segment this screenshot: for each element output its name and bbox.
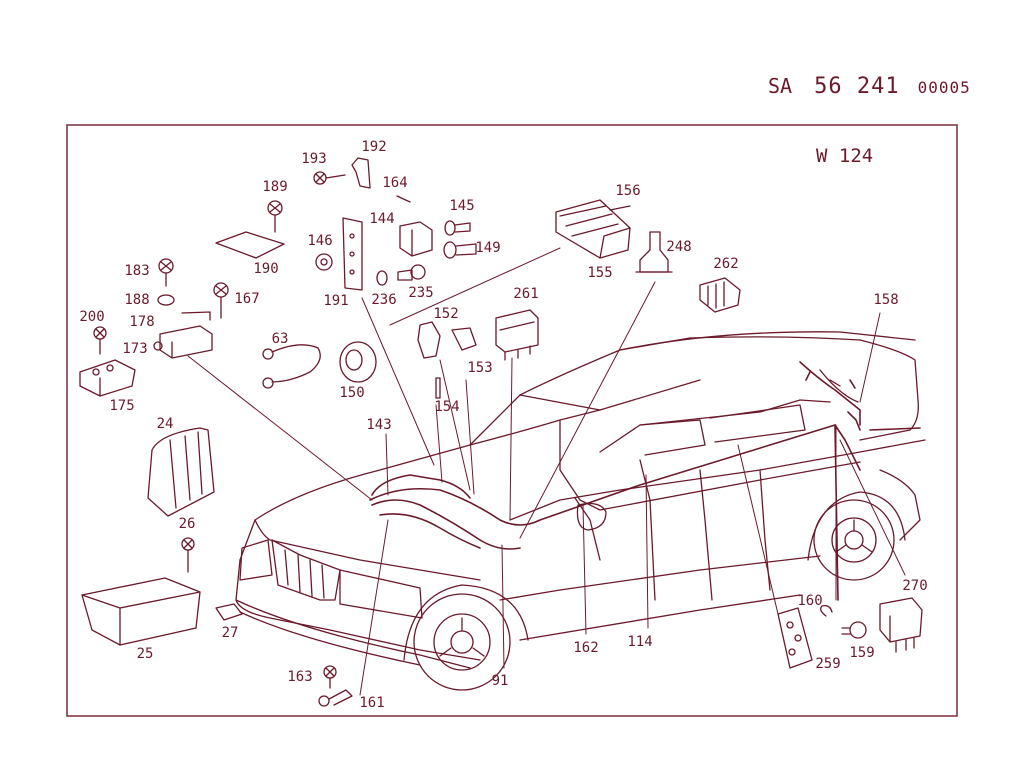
bolt-icon <box>443 241 477 259</box>
pin-icon <box>609 205 631 211</box>
part-label-190: 190 <box>253 261 278 277</box>
relay-box-icon <box>79 359 136 397</box>
sensor-icon <box>635 231 673 273</box>
part-label-189: 189 <box>262 179 287 195</box>
part-label-235: 235 <box>408 285 433 301</box>
clip-icon <box>820 604 833 617</box>
part-label-193: 193 <box>301 151 326 167</box>
header-code: 00005 <box>917 78 971 97</box>
part-label-114: 114 <box>627 634 652 650</box>
part-label-154: 154 <box>434 399 459 415</box>
part-label-24: 24 <box>157 416 174 432</box>
tray-icon <box>81 577 201 646</box>
cover-panel-icon <box>147 427 215 517</box>
connector-block-icon <box>399 221 433 257</box>
part-label-200: 200 <box>79 309 104 325</box>
part-label-27: 27 <box>222 625 239 641</box>
plug-icon <box>435 377 441 399</box>
washer-icon <box>157 294 175 306</box>
screw-icon <box>313 171 346 185</box>
part-label-162: 162 <box>573 640 598 656</box>
relay-plate-icon <box>342 217 363 291</box>
part-label-149: 149 <box>475 240 500 256</box>
connector-block-icon <box>777 607 813 669</box>
model-label: W 124 <box>816 145 873 167</box>
washer-icon <box>376 270 388 286</box>
part-label-192: 192 <box>361 139 386 155</box>
part-label-261: 261 <box>513 286 538 302</box>
part-label-188: 188 <box>124 292 149 308</box>
part-label-63: 63 <box>272 331 289 347</box>
part-label-161: 161 <box>359 695 384 711</box>
part-label-173: 173 <box>122 341 147 357</box>
part-label-144: 144 <box>369 211 394 227</box>
bracket-icon <box>417 321 441 359</box>
part-label-262: 262 <box>713 256 738 272</box>
part-label-156: 156 <box>615 183 640 199</box>
switch-icon <box>495 309 539 361</box>
part-label-152: 152 <box>433 306 458 322</box>
screw-icon <box>267 200 283 233</box>
relay-icon <box>879 597 923 653</box>
screw-icon <box>323 665 337 689</box>
screw-icon <box>158 258 174 287</box>
part-label-155: 155 <box>587 265 612 281</box>
bracket-icon <box>351 157 371 189</box>
part-labels: 193 192 164 189 144 145 156 146 149 248 190 155 262 1… <box>79 139 927 711</box>
plug-icon <box>181 311 211 321</box>
part-label-143: 143 <box>366 417 391 433</box>
part-label-178: 178 <box>129 314 154 330</box>
part-label-270: 270 <box>902 578 927 594</box>
header-prefix: SA <box>768 74 793 98</box>
screw-icon <box>181 537 195 573</box>
horn-icon <box>339 341 377 383</box>
part-label-145: 145 <box>449 198 474 214</box>
part-label-236: 236 <box>371 292 396 308</box>
screw-icon <box>213 282 229 319</box>
part-label-26: 26 <box>179 516 196 532</box>
nut-icon <box>315 253 333 271</box>
ground-cable-icon <box>262 344 321 389</box>
clip-icon <box>451 327 477 351</box>
nut-icon <box>215 603 243 621</box>
part-label-167: 167 <box>234 291 259 307</box>
connector-icon <box>699 277 741 313</box>
diagram-frame <box>66 124 958 717</box>
part-label-91: 91 <box>492 673 509 689</box>
header-number: 56 241 <box>814 74 900 99</box>
part-label-191: 191 <box>323 293 348 309</box>
bolt-icon <box>444 220 471 236</box>
part-label-25: 25 <box>137 646 154 662</box>
part-label-164: 164 <box>382 175 407 191</box>
part-label-163: 163 <box>287 669 312 685</box>
part-label-248: 248 <box>666 239 691 255</box>
bolt-icon <box>397 264 426 281</box>
part-label-146: 146 <box>307 233 332 249</box>
rear-connector-icon <box>819 369 859 403</box>
fuse-box-icon <box>555 199 631 259</box>
mounting-plate-icon <box>215 231 285 259</box>
part-label-158: 158 <box>873 292 898 308</box>
pin-icon <box>396 195 411 203</box>
part-label-160: 160 <box>797 593 822 609</box>
cable-end-icon <box>318 689 353 707</box>
leader-lines <box>187 247 906 696</box>
bolt-icon <box>841 621 867 639</box>
part-label-153: 153 <box>467 360 492 376</box>
part-label-259: 259 <box>815 656 840 672</box>
part-label-175: 175 <box>109 398 134 414</box>
control-module-icon <box>153 325 213 359</box>
part-label-183: 183 <box>124 263 149 279</box>
car-outline <box>235 331 926 691</box>
part-label-159: 159 <box>849 645 874 661</box>
part-label-150: 150 <box>339 385 364 401</box>
diagram-header: SA 56 241 00005 <box>768 74 971 104</box>
screw-icon <box>93 326 107 355</box>
